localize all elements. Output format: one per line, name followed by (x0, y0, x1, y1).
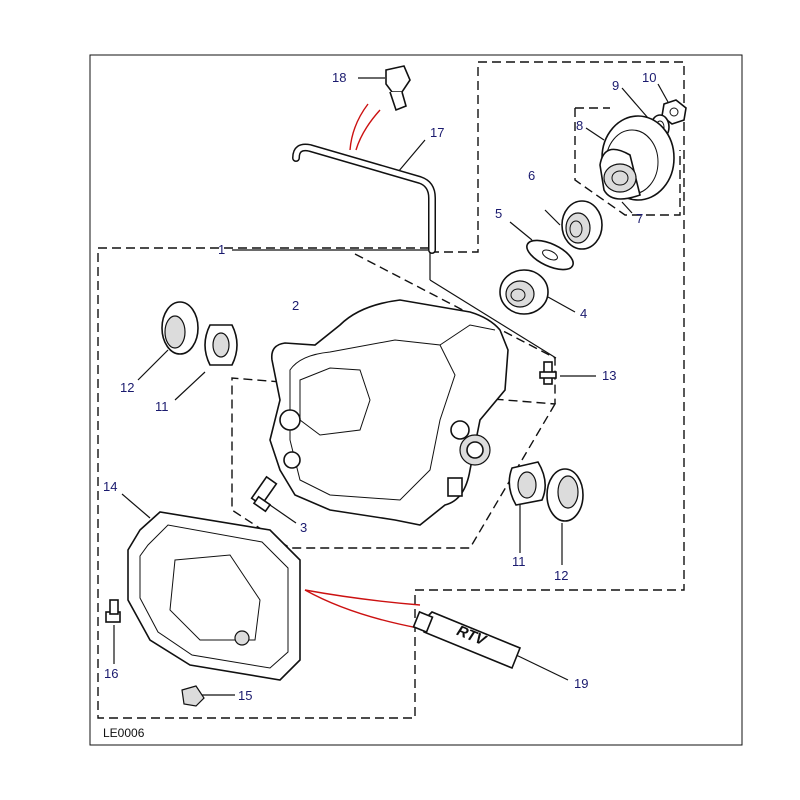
callout-2: 2 (292, 298, 299, 313)
side-bearing-11-left (204, 324, 238, 366)
callout-17: 17 (430, 125, 444, 140)
callout-14: 14 (103, 479, 117, 494)
leader-lines (113, 77, 669, 696)
side-oil-seal-12-right (546, 468, 584, 522)
cover-bolt-16 (105, 599, 121, 623)
breather-clip-18 (385, 65, 411, 112)
callout-9: 9 (612, 78, 619, 93)
axle-housing-2 (269, 299, 509, 526)
callout-3: 3 (300, 520, 307, 535)
callout-8: 8 (576, 118, 583, 133)
callout-11-right: 11 (512, 554, 526, 569)
side-oil-seal-12-left (161, 301, 199, 355)
callout-13: 13 (602, 368, 616, 383)
red-leaders (304, 103, 421, 629)
callout-16: 16 (104, 666, 118, 681)
flange-boundary-7 (574, 107, 681, 216)
drive-flange-8 (599, 115, 675, 201)
diagram-frame (89, 54, 743, 746)
callout-numbers: 18 17 1 2 3 4 5 6 7 8 9 10 11 12 13 14 1… (103, 70, 656, 703)
fill-plug-15 (181, 685, 205, 707)
callout-7: 7 (636, 211, 643, 226)
callout-11-left: 11 (155, 399, 169, 414)
assembly-boundary-1 (97, 61, 685, 719)
callout-4: 4 (580, 306, 587, 321)
callout-12-right: 12 (554, 568, 568, 583)
rear-cover-14 (127, 511, 301, 681)
callout-1: 1 (218, 242, 225, 257)
bolt-3 (250, 475, 278, 513)
pinion-bearing-4 (499, 269, 549, 315)
callout-6: 6 (528, 168, 535, 183)
callout-18: 18 (332, 70, 346, 85)
breather-union-13 (539, 361, 557, 385)
callout-12-left: 12 (120, 380, 134, 395)
diagram-code: LE0006 (103, 726, 145, 740)
callout-10: 10 (642, 70, 656, 85)
side-bearing-11-right (508, 461, 546, 506)
callout-19: 19 (574, 676, 588, 691)
pinion-oil-seal-6 (561, 200, 603, 250)
callout-15: 15 (238, 688, 252, 703)
rtv-sealant-tube-19 (412, 610, 522, 670)
callout-5: 5 (495, 206, 502, 221)
spacer-washer-5 (526, 239, 574, 271)
